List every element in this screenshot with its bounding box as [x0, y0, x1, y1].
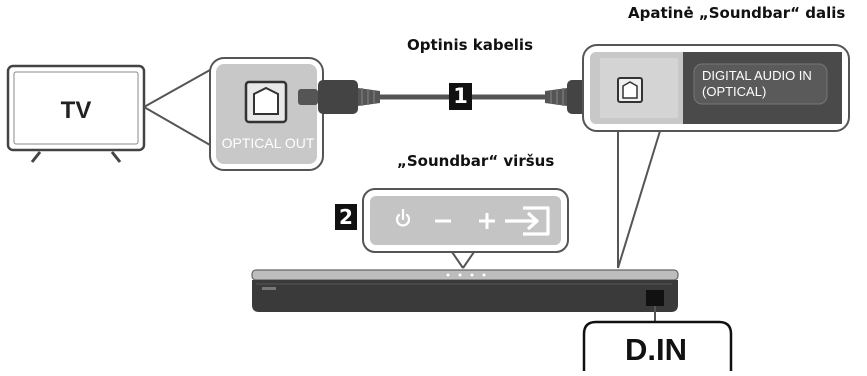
bottom-callout-wedge	[617, 130, 661, 269]
step-2-badge: 2	[335, 204, 357, 230]
power-icon	[395, 208, 411, 227]
step-1-badge: 1	[449, 83, 472, 110]
digital-audio-in-label-line1: DIGITAL AUDIO IN	[702, 68, 812, 83]
tv-optical-out-panel: OPTICAL OUT	[209, 57, 324, 171]
tv-port-label: OPTICAL OUT	[222, 135, 315, 151]
source-input-icon	[505, 206, 550, 236]
tv-label: TV	[61, 97, 92, 124]
soundbar-top-button-panel	[362, 188, 569, 253]
tv-stand	[30, 151, 122, 163]
tv: TV	[6, 64, 146, 163]
top-callout-wedge	[451, 251, 475, 269]
din-callout: D.IN	[582, 306, 733, 371]
soundbar-bottom-label: Apatinė „Soundbar“ dalis	[628, 4, 846, 22]
soundbar-bottom-panel: DIGITAL AUDIO IN (OPTICAL)	[582, 44, 850, 132]
soundbar-top-label: „Soundbar“ viršus	[397, 152, 555, 170]
din-port-icon	[646, 290, 664, 306]
plus-icon	[479, 213, 495, 229]
din-label: D.IN	[625, 332, 687, 367]
soundbar	[251, 269, 679, 312]
digital-audio-in-label-line2: (OPTICAL)	[702, 84, 766, 99]
optical-cable-label: Optinis kabelis	[407, 36, 533, 54]
tv-callout-wedge	[143, 69, 211, 146]
